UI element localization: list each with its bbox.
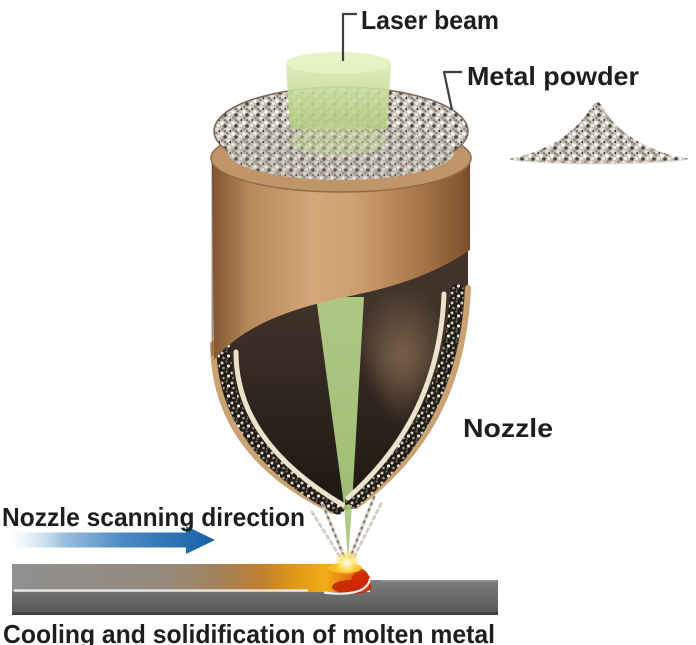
metal-powder-label: Metal powder — [467, 61, 639, 91]
wall-right-inner — [345, 291, 447, 501]
powder-stream-specks-right — [349, 496, 375, 559]
laser-beam-tail — [344, 505, 352, 561]
powder-streams — [310, 495, 383, 562]
laser-beam-label: Laser beam — [361, 5, 499, 35]
scan-direction-label: Nozzle scanning direction — [2, 502, 305, 532]
powder-channel-left — [217, 341, 345, 515]
substrate-right — [370, 580, 498, 615]
powder-pile-shape — [509, 102, 689, 164]
molten-cap-outline — [323, 577, 372, 595]
powder-stream-left-2 — [310, 510, 344, 562]
laser-focus-glow — [334, 550, 360, 576]
funnel-highlight — [352, 286, 452, 425]
caption-label: Cooling and solidification of molten met… — [3, 619, 495, 645]
powder-stream-right-2 — [351, 502, 383, 561]
powder-ring-inner — [228, 124, 454, 180]
nozzle-label: Nozzle — [463, 413, 553, 443]
wall-right-outer — [353, 285, 471, 509]
metal-powder-connector — [442, 70, 462, 111]
laser-cylinder-body — [286, 63, 391, 129]
nozzle-wall-right — [345, 284, 471, 509]
nozzle-assembly — [210, 52, 472, 515]
deposit-track — [12, 564, 369, 593]
metal-powder-ring — [213, 86, 469, 180]
powder-ring-depth — [228, 124, 454, 180]
molten-red-cap — [351, 572, 371, 590]
nozzle-wall-left — [210, 341, 346, 515]
laser-beam-cylinder — [286, 52, 391, 156]
laser-cone — [316, 297, 364, 505]
powder-channel-right — [345, 284, 464, 509]
powder-stream-left-1 — [321, 503, 347, 561]
laser-cylinder-top — [286, 52, 391, 74]
metal-powder-pile — [509, 102, 689, 165]
wall-left-outer — [210, 341, 336, 514]
wall-left-inner — [233, 349, 346, 508]
substrate-left — [12, 592, 370, 615]
laser-beam-connector — [341, 12, 357, 61]
scan-direction-arrow — [12, 526, 215, 554]
laser-tint-on-powder — [290, 124, 386, 156]
molten-pool — [328, 550, 372, 594]
substrate-group — [12, 550, 498, 616]
nozzle-band — [212, 160, 470, 360]
